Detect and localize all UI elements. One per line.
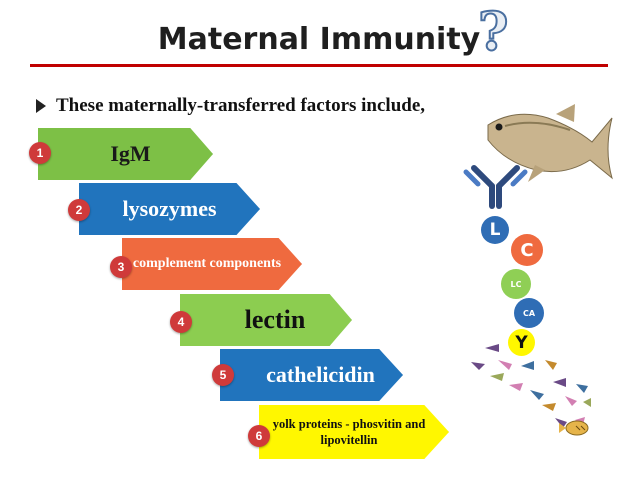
factor-label: IgM (110, 141, 151, 166)
label-circle-ca: CA (514, 298, 544, 328)
label-circle-c: C (511, 234, 543, 266)
bullet-point: These maternally-transferred factors inc… (36, 93, 425, 119)
arrow-bullet-icon (36, 99, 46, 113)
factor-complement-components: complement components (122, 238, 302, 290)
factor-number-badge: 3 (110, 256, 132, 278)
factor-label: complement components (132, 256, 282, 271)
factor-lysozymes: lysozymes (79, 183, 260, 235)
factor-number-badge: 1 (29, 142, 51, 164)
label-circle-lc: LC (501, 269, 531, 299)
label-circle-y: Y (508, 329, 535, 356)
factor-label: lysozymes (122, 196, 217, 221)
slide-title: Maternal Immunity (157, 22, 481, 57)
factor-cathelicidin: cathelicidin (220, 349, 403, 401)
factor-number-badge: 2 (68, 199, 90, 221)
factor-number-badge: 5 (212, 364, 234, 386)
factor-number-badge: 4 (170, 311, 192, 333)
antibody-icon (463, 165, 528, 209)
factor-label: cathelicidin (266, 362, 375, 387)
factor-yolk-proteins: yolk proteins - phosvitin and lipovitell… (259, 405, 449, 459)
question-mark-icon: ? (477, 1, 510, 64)
title-underline (30, 64, 608, 67)
factor-lectin: lectin (180, 294, 352, 346)
bullet-text: These maternally-transferred factors inc… (56, 95, 426, 116)
fish-school-icon (471, 344, 591, 436)
factor-label: yolk proteins - phosvitin and lipovitell… (272, 417, 426, 447)
factor-label: lectin (244, 305, 306, 334)
factor-number-badge: 6 (248, 425, 270, 447)
fish-icon (487, 104, 613, 182)
label-circle-l: L (481, 216, 509, 244)
factor-igm: IgM (38, 128, 213, 180)
